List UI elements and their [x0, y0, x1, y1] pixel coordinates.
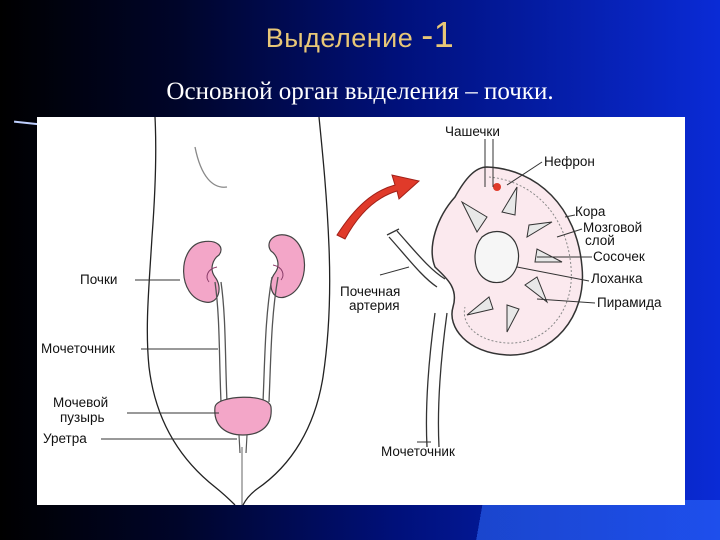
label-ureter-left: Мочеточник [41, 341, 115, 356]
slide-title: Выделение-1 [0, 14, 720, 56]
label-medulla-1: Мозговой [583, 220, 643, 235]
right-kidney [268, 234, 306, 299]
ureters [214, 276, 279, 403]
anatomy-drawing [101, 117, 596, 505]
leader-lines [101, 139, 596, 443]
decorative-corner [450, 500, 720, 540]
renal-artery [386, 228, 446, 288]
label-kidneys: Почки [80, 272, 118, 287]
bladder [214, 396, 272, 454]
slide-title-number: -1 [421, 14, 455, 55]
label-bladder-1: Мочевой [53, 395, 109, 410]
label-medulla-2: слой [585, 233, 615, 248]
label-urethra: Уретра [43, 431, 87, 446]
anatomy-figure: Чашечки Нефрон Кора Мозговой слой Сосоче… [37, 117, 685, 505]
kidney-cross-section [431, 166, 584, 356]
label-pyramid: Пирамида [597, 295, 662, 310]
main-ureter [425, 312, 448, 448]
label-cortex: Кора [575, 204, 606, 219]
label-renal-artery-2: артерия [349, 298, 400, 313]
nephron-dot [493, 183, 501, 191]
body-outline [146, 117, 331, 505]
label-bladder-2: пузырь [60, 410, 105, 425]
label-papilla: Сосочек [593, 249, 645, 264]
slide-title-text: Выделение [265, 23, 414, 53]
label-renal-artery-1: Почечная [340, 284, 401, 299]
label-nephron: Нефрон [544, 154, 595, 169]
label-pelvis: Лоханка [591, 271, 643, 286]
label-cups: Чашечки [445, 124, 500, 139]
slide-subtitle: Основной орган выделения – почки. [166, 78, 554, 105]
label-ureter-bottom: Мочеточник [381, 444, 455, 459]
left-kidney [183, 240, 222, 303]
arrow-icon [336, 174, 421, 240]
